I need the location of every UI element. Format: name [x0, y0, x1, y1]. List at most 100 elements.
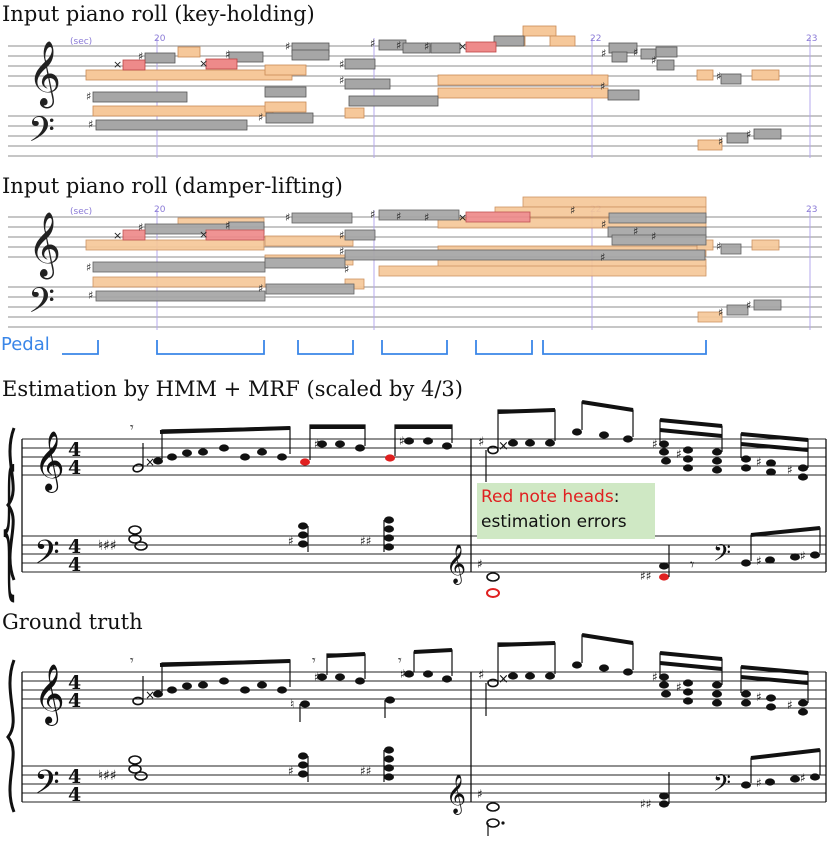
svg-text:♯: ♯: [225, 219, 230, 232]
svg-text:𝄞: 𝄞: [446, 774, 466, 815]
roll1-marker-sec: (sec): [70, 37, 92, 47]
svg-text:♯: ♯: [88, 289, 93, 302]
svg-text:♯: ♯: [399, 434, 405, 448]
gt-bass-time-sig-top: 4: [68, 766, 81, 788]
svg-text:♯: ♯: [314, 437, 320, 451]
svg-text:♯: ♯: [370, 208, 375, 221]
svg-text:♯: ♯: [138, 50, 143, 63]
svg-text:♯♯: ♯♯: [360, 764, 372, 778]
svg-text:×: ×: [113, 229, 122, 242]
svg-text:♯: ♯: [600, 251, 605, 264]
svg-text:♯♯: ♯♯: [640, 797, 652, 811]
svg-text:♯: ♯: [138, 221, 143, 234]
pedal-bracket: [297, 340, 354, 355]
svg-text:♯: ♯: [800, 771, 806, 785]
svg-text:♯: ♯: [344, 263, 349, 276]
pedal-label: Pedal: [1, 334, 50, 355]
pedal-bracket: [156, 340, 265, 355]
svg-text:♯: ♯: [285, 211, 290, 224]
svg-text:𝄾: 𝄾: [130, 420, 134, 436]
roll1-accidentals: ♯♯× ♯×♯ ♯♯♯ ♯♯♯ ♯×♯ ♯♯♯ ♯♯♯: [86, 37, 751, 148]
roll1-bass-clef-icon: 𝄢: [28, 109, 55, 158]
est-bass-time-sig-bottom: 4: [68, 554, 81, 576]
svg-text:♯: ♯: [285, 40, 290, 53]
roll1-treble-clef-icon: 𝄞: [28, 41, 61, 108]
title-damper-lifting: Input piano roll (damper-lifting): [2, 174, 343, 198]
pedal-bracket: [381, 340, 448, 355]
svg-text:♯: ♯: [258, 111, 263, 124]
svg-text:𝄢: 𝄢: [713, 539, 731, 572]
svg-text:♯: ♯: [478, 668, 484, 683]
callout-rest: estimation errors: [481, 512, 627, 532]
title-estimation: Estimation by HMM + MRF (scaled by 4/3): [2, 377, 463, 401]
svg-text:♯: ♯: [424, 211, 429, 224]
svg-text:♯♯: ♯♯: [360, 534, 372, 548]
roll1-marker-20: 20: [154, 34, 166, 44]
svg-text:♯: ♯: [258, 282, 263, 295]
svg-text:♯: ♯: [716, 240, 721, 253]
svg-text:×: ×: [199, 57, 208, 70]
est-bass-time-sig-top: 4: [68, 536, 81, 558]
svg-text:♯: ♯: [746, 299, 751, 312]
svg-text:♯: ♯: [756, 776, 762, 790]
roll1-marker-23: 23: [806, 34, 817, 44]
est-time-sig-bottom: 4: [68, 457, 81, 479]
svg-text:𝄞: 𝄞: [446, 544, 466, 585]
roll2-note-bars: [85, 196, 782, 323]
svg-text:♯: ♯: [478, 435, 484, 450]
svg-text:♯: ♯: [716, 70, 721, 83]
est-time-sig-top: 4: [68, 439, 81, 461]
svg-text:♯: ♯: [424, 40, 429, 53]
piano-roll-key-holding: (sec) 20 22 23 𝄞 𝄢: [8, 25, 822, 158]
callout-colon: :: [613, 487, 620, 507]
svg-text:♮♯♯: ♮♯♯: [98, 768, 117, 784]
title-ground-truth: Ground truth: [2, 610, 143, 634]
svg-text:♯: ♯: [339, 74, 344, 87]
score-estimation: { 𝄞 𝄢 4 4 4 4 𝄾 ×: [0, 400, 827, 614]
svg-text:♯: ♯: [396, 39, 401, 52]
svg-text:♯: ♯: [652, 437, 658, 451]
svg-text:♯: ♯: [288, 764, 294, 778]
svg-text:♯: ♯: [370, 37, 375, 50]
svg-text:♯: ♯: [600, 80, 605, 93]
svg-text:♯: ♯: [746, 128, 751, 141]
svg-text:♯: ♯: [339, 245, 344, 258]
svg-text:♯: ♯: [651, 230, 656, 243]
svg-text:♯: ♯: [477, 557, 483, 571]
svg-text:♯: ♯: [601, 47, 606, 60]
grand-staff-brace-icon: [6, 659, 16, 813]
svg-text:×: ×: [498, 439, 509, 454]
pedal-bracket: [475, 340, 533, 355]
gt-bass-time-sig-bottom: 4: [68, 784, 81, 806]
roll2-staff-lines: [8, 216, 822, 328]
roll2-marker-20: 20: [154, 205, 166, 215]
svg-text:×: ×: [458, 40, 467, 53]
svg-text:♯: ♯: [787, 698, 793, 712]
gt-barlines: [21, 672, 827, 802]
svg-text:♯: ♯: [756, 455, 762, 469]
gt-bass-notes: ♮♯♯ ♯ ♯♯ 𝄞 ♯ ♯♯ 𝄢 ♯ ♯: [98, 746, 821, 836]
svg-text:♮: ♮: [290, 697, 294, 711]
svg-text:𝄾: 𝄾: [130, 653, 134, 669]
svg-text:×: ×: [498, 672, 509, 687]
pedal-bracket: [62, 340, 99, 355]
svg-text:×: ×: [113, 58, 122, 71]
roll1-note-bars: [85, 25, 782, 151]
svg-text:♯: ♯: [339, 229, 344, 242]
svg-text:×: ×: [145, 455, 155, 469]
roll1-staff-lines: [8, 45, 822, 157]
svg-text:♯: ♯: [633, 46, 638, 59]
title-key-holding: Input piano roll (key-holding): [2, 2, 315, 26]
svg-text:♯: ♯: [288, 534, 294, 548]
roll2-marker-23: 23: [806, 205, 817, 215]
svg-text:𝄢: 𝄢: [713, 769, 731, 802]
svg-text:♯: ♯: [339, 58, 344, 71]
grand-staff-brace-icon: [6, 427, 16, 581]
pedal-brackets: [62, 340, 707, 355]
score-ground-truth: 𝄞 𝄢 4 4 4 4 𝄾 × ♮ 𝄾: [6, 633, 827, 836]
est-bass-notes: ♮♯♯ ♯ ♯♯ 𝄞 ♯ ♯♯ 𝄾 𝄢 ♯ ♯: [98, 516, 821, 598]
svg-text:×: ×: [145, 688, 155, 702]
svg-text:♯: ♯: [652, 670, 658, 684]
est-bass-clef-icon: 𝄢: [34, 534, 60, 580]
